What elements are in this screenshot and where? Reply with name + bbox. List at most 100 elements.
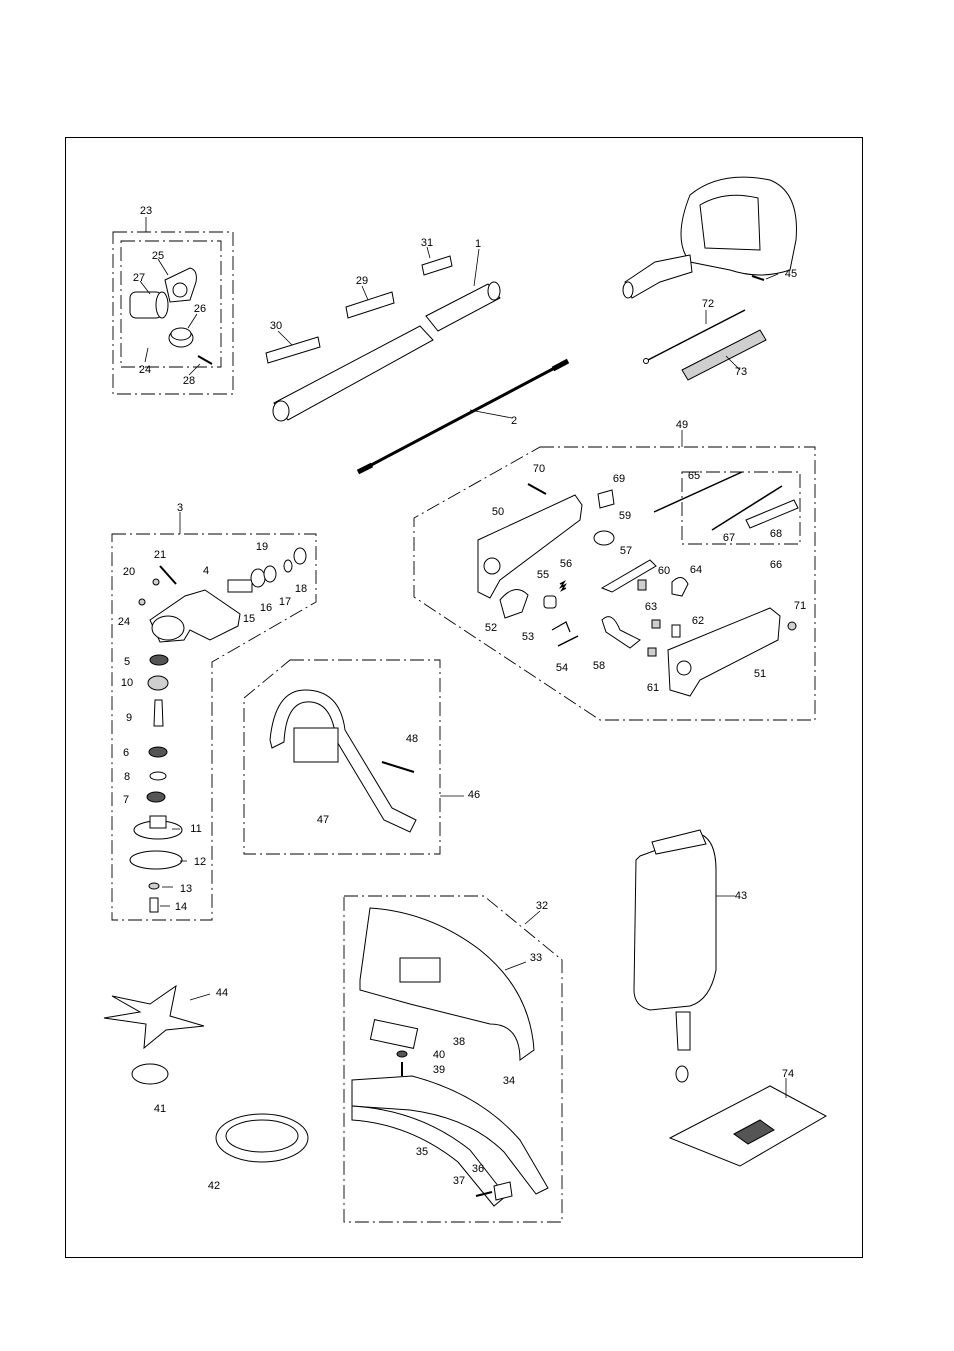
label-61: 61 [647, 682, 659, 694]
part-70-screw [527, 483, 547, 495]
label-36: 36 [472, 1163, 484, 1175]
label-44: 44 [216, 987, 228, 999]
label-23: 23 [140, 205, 152, 217]
part-57-lever [600, 559, 657, 593]
part-47-loop-handle [269, 689, 417, 833]
part-68-tube [745, 499, 799, 529]
label-35: 35 [416, 1146, 428, 1158]
part-65-cord [653, 471, 743, 513]
part-62-plate [671, 624, 681, 638]
label-50: 50 [492, 506, 504, 518]
part-11-holder [133, 815, 183, 840]
label-33: 33 [530, 952, 542, 964]
label-37: 37 [453, 1175, 465, 1187]
part-26-clamp [168, 327, 194, 348]
part-35-skirt [351, 1105, 507, 1207]
label-42: 42 [208, 1180, 220, 1192]
label-56: 56 [560, 558, 572, 570]
part-7-bearing [146, 791, 166, 803]
group-box-3 [111, 533, 317, 921]
label-47: 47 [317, 814, 329, 826]
part-30-tape [265, 336, 321, 364]
label-3: 3 [177, 502, 183, 514]
label-59: 59 [619, 510, 631, 522]
part-13-washer [148, 882, 160, 890]
label-4: 4 [203, 565, 209, 577]
label-19: 19 [256, 541, 268, 553]
label-26: 26 [194, 303, 206, 315]
label-39: 39 [433, 1064, 445, 1076]
part-67-wire [711, 485, 783, 531]
label-55: 55 [537, 569, 549, 581]
part-6-bearing [148, 746, 168, 758]
label-6: 6 [123, 747, 129, 759]
label-14: 14 [175, 901, 187, 913]
label-54: 54 [556, 662, 568, 674]
label-62: 62 [692, 615, 704, 627]
label-74: 74 [782, 1068, 794, 1080]
part-34-guard-extension [351, 1075, 549, 1195]
label-8: 8 [124, 771, 130, 783]
part-45-bolt [751, 275, 765, 281]
part-55-collar [543, 595, 557, 609]
label-18: 18 [295, 583, 307, 595]
part-37-screw [475, 1191, 493, 1197]
label-73: 73 [735, 366, 747, 378]
label-65: 65 [688, 470, 700, 482]
part-43-shoulder-strap [633, 829, 717, 1083]
label-51: 51 [754, 668, 766, 680]
part-54-plate [557, 635, 579, 647]
label-60: 60 [658, 565, 670, 577]
part-73-spring-tube [681, 329, 767, 381]
part-52-clamp [499, 589, 529, 619]
label-46: 46 [468, 789, 480, 801]
label-17: 17 [279, 596, 291, 608]
label-9: 9 [126, 712, 132, 724]
part-60-spring [637, 579, 647, 591]
group-box-46 [243, 659, 441, 855]
part-4-gear-case [149, 589, 241, 643]
label-71: 71 [794, 600, 806, 612]
group-box-49 [413, 446, 816, 721]
part-38-plate [369, 1019, 419, 1049]
part-1-main-pipe [272, 281, 501, 422]
diagram-frame [65, 137, 863, 1258]
part-59-clamp [593, 530, 615, 546]
label-2: 2 [511, 415, 517, 427]
label-63: 63 [645, 601, 657, 613]
part-40-washer [396, 1050, 408, 1058]
label-64: 64 [690, 564, 702, 576]
part-71-nut [787, 621, 797, 631]
label-32: 32 [536, 900, 548, 912]
part-58-lever [601, 616, 641, 649]
label-11: 11 [190, 823, 201, 835]
label-57: 57 [620, 545, 632, 557]
part-41-holder [131, 1063, 169, 1085]
part-5-bearing [149, 654, 169, 666]
label-1: 1 [475, 238, 481, 250]
label-48: 48 [406, 733, 418, 745]
part-17-bearing [263, 565, 277, 583]
label-29: 29 [356, 275, 368, 287]
label-40: 40 [433, 1049, 445, 1061]
part-48-bolt [381, 761, 415, 773]
part-64-switch [671, 577, 689, 597]
label-34: 34 [503, 1075, 515, 1087]
group-box-24 [120, 240, 222, 368]
label-41: 41 [154, 1103, 166, 1115]
part-33-guard [359, 907, 535, 1061]
group-box-23 [112, 231, 234, 395]
part-8-ring [149, 771, 167, 781]
label-52: 52 [485, 622, 497, 634]
callout-labels: 1 2 3 4 5 6 7 8 9 10 11 12 13 14 15 16 1… [118, 205, 806, 1192]
label-68: 68 [770, 528, 782, 540]
part-25-bracket [164, 267, 197, 303]
engine-assembly [622, 176, 797, 299]
part-56-spring [559, 580, 567, 592]
label-38: 38 [453, 1036, 465, 1048]
label-67: 67 [723, 532, 735, 544]
leader-lines [139, 217, 787, 1098]
part-42-ring [215, 1113, 309, 1163]
part-61-nut [647, 647, 657, 657]
